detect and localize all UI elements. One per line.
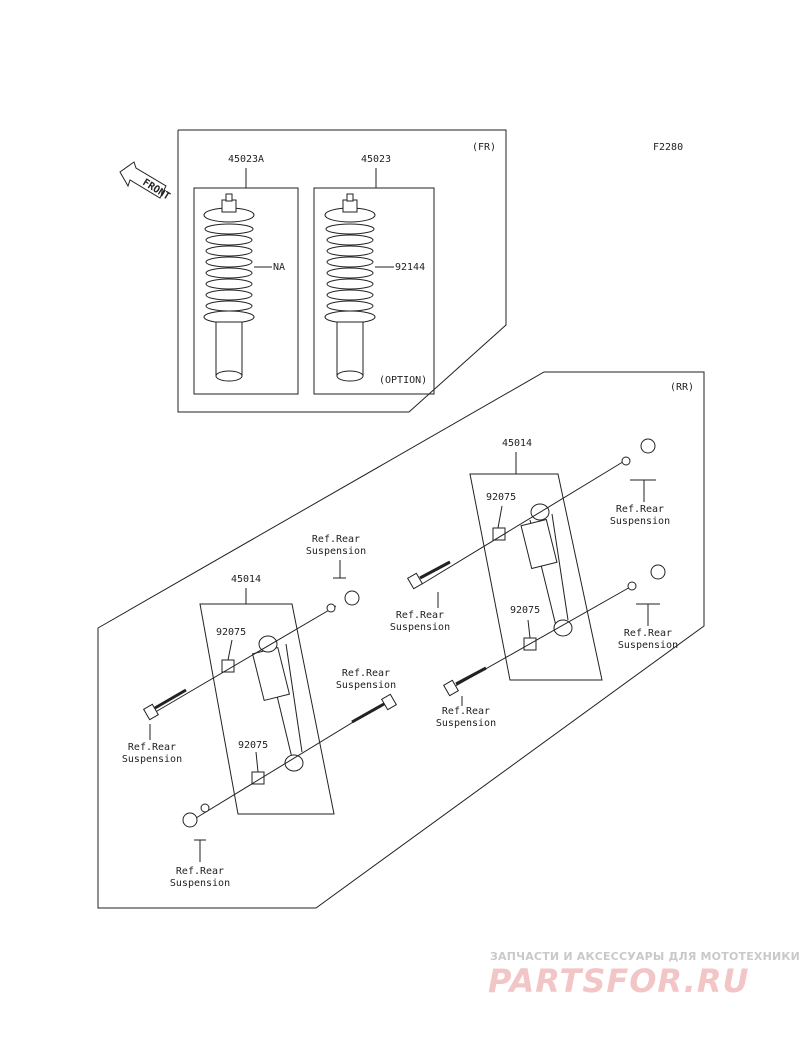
bushing-icon bbox=[492, 527, 506, 541]
bolt-icon bbox=[142, 688, 187, 721]
front-section-tag: (FR) bbox=[472, 142, 497, 153]
spring-label-92144: 92144 bbox=[395, 262, 426, 273]
ref-rear-suspension-label: Ref.Rear Suspension bbox=[335, 668, 397, 691]
bushing-92075-right-bottom: 92075 bbox=[510, 605, 541, 616]
rear-left-shock-group bbox=[142, 560, 398, 862]
ref-rear-suspension-label: Ref.Rear Suspension bbox=[169, 866, 231, 889]
washer-icon bbox=[627, 581, 637, 591]
rear-right-shock-icon bbox=[520, 503, 573, 637]
nut-icon bbox=[344, 590, 360, 606]
nut-icon bbox=[650, 564, 666, 580]
bushing-92075-right-top: 92075 bbox=[486, 492, 517, 503]
ref-rear-suspension-label: Ref.Rear Suspension bbox=[617, 628, 679, 651]
front-shock-a-icon bbox=[203, 193, 255, 382]
rear-section-tag: (RR) bbox=[670, 382, 695, 393]
washer-icon bbox=[326, 603, 336, 613]
rear-left-shock-icon bbox=[251, 635, 304, 772]
front-section-frame bbox=[177, 129, 507, 413]
nut-icon bbox=[182, 812, 198, 828]
washer-icon bbox=[200, 803, 210, 813]
ref-rear-suspension-label: Ref.Rear Suspension bbox=[121, 742, 183, 765]
watermark-tagline: ЗАПЧАСТИ И АКСЕССУАРЫ ДЛЯ МОТОТЕХНИКИ bbox=[490, 950, 800, 963]
diagram-code: F2280 bbox=[653, 142, 684, 153]
shock-b-box bbox=[313, 187, 435, 395]
front-arrow-icon: FRONT bbox=[119, 161, 172, 202]
bolt-icon bbox=[442, 666, 487, 697]
ref-rear-suspension-label: Ref.Rear Suspension bbox=[435, 706, 497, 729]
front-shock-b-icon bbox=[324, 193, 376, 382]
part-number-45023: 45023 bbox=[360, 154, 392, 165]
nut-icon bbox=[640, 438, 656, 454]
part-number-45014-right: 45014 bbox=[501, 438, 533, 449]
option-note: (OPTION) bbox=[379, 375, 428, 386]
ref-rear-suspension-label: Ref.Rear Suspension bbox=[305, 534, 367, 557]
ref-rear-suspension-label: Ref.Rear Suspension bbox=[389, 610, 451, 633]
ref-rear-suspension-label: Ref.Rear Suspension bbox=[609, 504, 671, 527]
part-number-45023a: 45023A bbox=[227, 154, 265, 165]
spring-label-na: NA bbox=[273, 262, 286, 273]
washer-icon bbox=[621, 456, 631, 466]
bushing-92075-left-top: 92075 bbox=[216, 627, 247, 638]
bolt-icon bbox=[351, 693, 398, 724]
rear-right-shock-group bbox=[406, 438, 666, 697]
bushing-icon bbox=[221, 659, 235, 673]
part-number-45014-left: 45014 bbox=[230, 574, 262, 585]
watermark-logo: PARTSFOR.RU bbox=[488, 962, 750, 1000]
bushing-92075-left-bottom: 92075 bbox=[238, 740, 269, 751]
rear-section-frame bbox=[97, 371, 705, 909]
bolt-icon bbox=[406, 560, 451, 590]
